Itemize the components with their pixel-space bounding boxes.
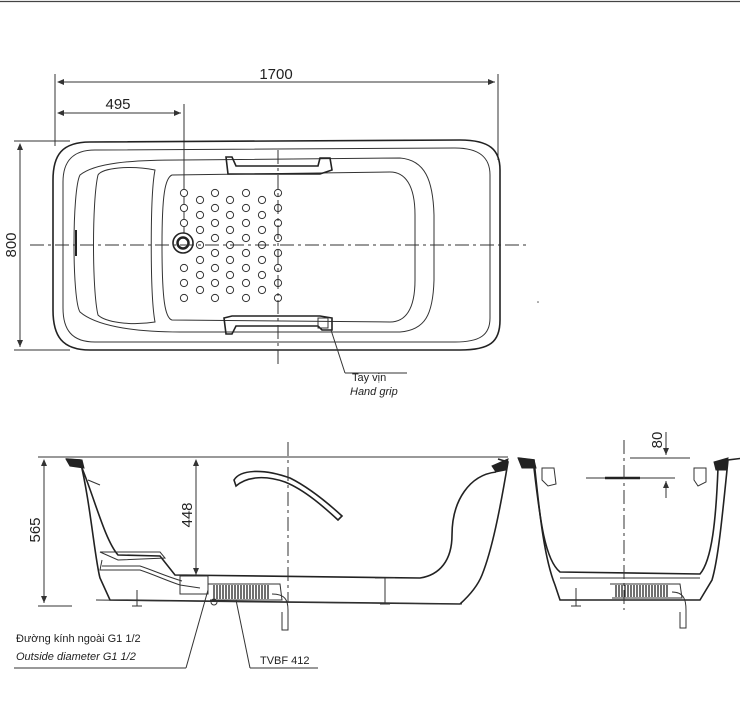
dimension-drain-offset-label: 495 <box>105 96 130 113</box>
end-tub-basin <box>533 467 719 575</box>
side-tub-basin <box>81 467 497 579</box>
outside-diameter-label-en: Outside diameter G1 1/2 <box>16 651 136 663</box>
dimension-width: 800 <box>3 140 70 351</box>
anti-slip-dot <box>179 203 189 213</box>
side-feet <box>132 577 395 607</box>
dimension-drain-offset: 495 <box>57 96 185 236</box>
anti-slip-dot <box>210 218 220 228</box>
end-tub-body <box>517 457 740 601</box>
anti-slip-dot <box>241 218 251 228</box>
anti-slip-dot <box>241 203 251 213</box>
anti-slip-dot <box>241 233 251 243</box>
anti-slip-dot <box>210 188 220 198</box>
dimension-rim-offset: 80 <box>586 432 690 498</box>
hand-grip-label-en: Hand grip <box>350 386 398 398</box>
end-drain-assembly <box>560 577 700 629</box>
anti-slip-dot <box>257 210 267 220</box>
drain-hole <box>172 232 194 254</box>
anti-slip-dot <box>179 278 189 288</box>
hand-grip-label-vi: Tay vịn <box>352 372 386 384</box>
anti-slip-dot <box>179 263 189 273</box>
anti-slip-dot <box>241 293 251 303</box>
anti-slip-dot <box>210 263 220 273</box>
anti-slip-dot <box>241 188 251 198</box>
top-view: 1700 495 800 <box>3 66 528 398</box>
grip-bottom <box>223 315 333 335</box>
anti-slip-dot <box>210 248 220 258</box>
anti-slip-dot <box>210 293 220 303</box>
anti-slip-dot <box>257 225 267 235</box>
outside-diameter-label-vi: Đường kính ngoài G1 1/2 <box>16 633 141 645</box>
side-drain-assembly <box>179 575 289 631</box>
dimension-inner-depth-label: 448 <box>179 502 196 527</box>
anti-slip-dot <box>195 255 205 265</box>
anti-slip-dot <box>225 210 235 220</box>
anti-slip-dot <box>195 210 205 220</box>
anti-slip-dot <box>225 285 235 295</box>
grip-top <box>225 156 333 175</box>
tub-inner-rim <box>62 147 491 343</box>
hand-grip-callout: Tay vịn Hand grip <box>330 329 407 398</box>
side-tub-body <box>65 458 509 605</box>
tub-basin-outline <box>73 157 435 333</box>
side-grip <box>233 470 344 522</box>
anti-slip-dot <box>195 270 205 280</box>
anti-slip-dot <box>241 278 251 288</box>
anti-slip-dot <box>257 255 267 265</box>
anti-slip-dot <box>257 285 267 295</box>
anti-slip-dot <box>210 233 220 243</box>
anti-slip-dot <box>179 188 189 198</box>
anti-slip-dot <box>257 270 267 280</box>
drain-model-leader <box>235 599 251 669</box>
dimension-rim-offset-label: 80 <box>649 432 666 449</box>
dimension-width-label: 800 <box>3 232 20 257</box>
outside-diameter-leader <box>185 589 209 669</box>
dimension-height: 565 <box>27 456 72 607</box>
anti-slip-dot <box>195 225 205 235</box>
tub-outer-rim <box>52 139 501 351</box>
dimension-length-label: 1700 <box>259 66 292 83</box>
anti-slip-dot <box>210 278 220 288</box>
anti-slip-dot <box>241 263 251 273</box>
anti-slip-dot <box>195 195 205 205</box>
anti-slip-dots <box>179 188 283 303</box>
anti-slip-dot <box>241 248 251 258</box>
dimension-length: 1700 <box>54 66 499 160</box>
anti-slip-dot <box>195 285 205 295</box>
anti-slip-dot <box>225 225 235 235</box>
anti-slip-dot <box>225 270 235 280</box>
anti-slip-dot <box>179 293 189 303</box>
side-view: 565 448 <box>14 442 509 669</box>
anti-slip-dot <box>179 218 189 228</box>
dimension-height-label: 565 <box>27 517 44 542</box>
floor-panel <box>161 171 416 323</box>
anti-slip-dot <box>257 195 267 205</box>
dimension-inner-depth: 448 <box>179 459 199 575</box>
backrest-contour <box>93 167 156 325</box>
anti-slip-dot <box>225 195 235 205</box>
drain-model-label: TVBF 412 <box>260 655 310 667</box>
end-view: 80 <box>517 432 740 629</box>
anti-slip-dot <box>225 255 235 265</box>
anti-slip-dot <box>210 203 220 213</box>
